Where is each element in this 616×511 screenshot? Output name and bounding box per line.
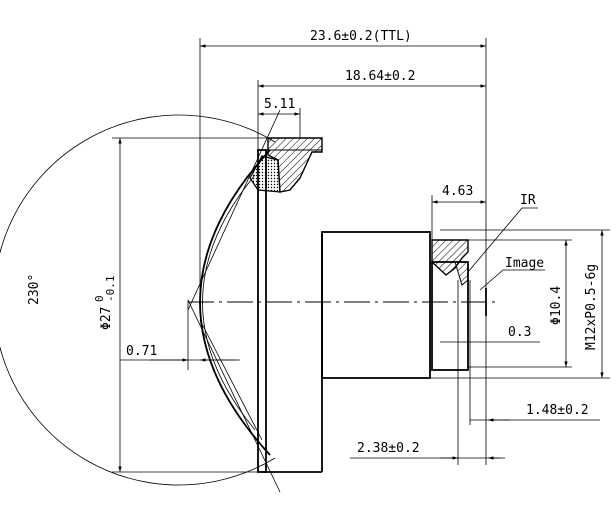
label-463: 4.63 [442, 184, 473, 199]
front-barrel [257, 149, 267, 473]
label-ttl: 23.6±0.2(TTL) [310, 29, 412, 44]
label-d27: Φ27 [99, 307, 114, 330]
label-03: 0.3 [508, 325, 531, 340]
front-lens-dome [199, 149, 271, 456]
label-d27-tol-upper: 0 [93, 295, 106, 302]
label-148: 1.48±0.2 [526, 403, 589, 418]
label-image: Image [505, 256, 544, 271]
label-071: 0.71 [126, 344, 157, 359]
fov-ray-mid [199, 319, 263, 441]
label-ir: IR [520, 193, 536, 208]
label-d104: Φ10.4 [549, 286, 564, 325]
label-d27-group: Φ27 0 -0.1 [93, 276, 117, 331]
rear-barrel [321, 231, 431, 379]
label-fov: 230° [27, 274, 42, 305]
label-511: 5.11 [264, 97, 295, 112]
label-d27-tol-lower: -0.1 [104, 276, 117, 303]
leader-image [479, 269, 545, 291]
label-thread: M12xP0.5-6g [584, 264, 599, 350]
fov-ray-bottom [187, 299, 281, 493]
ir-filter-small-hatch [454, 261, 469, 286]
fov-arc [0, 114, 276, 486]
label-238: 2.38±0.2 [357, 441, 420, 456]
retaining-ring-hatched [267, 137, 323, 193]
ir-holder-body [431, 261, 469, 371]
spacer-dotted [249, 155, 281, 193]
leader-ir [467, 207, 538, 273]
front-lens-inner-curve [202, 174, 256, 431]
fov-ray-top [187, 109, 281, 311]
label-1864: 18.64±0.2 [345, 69, 415, 84]
